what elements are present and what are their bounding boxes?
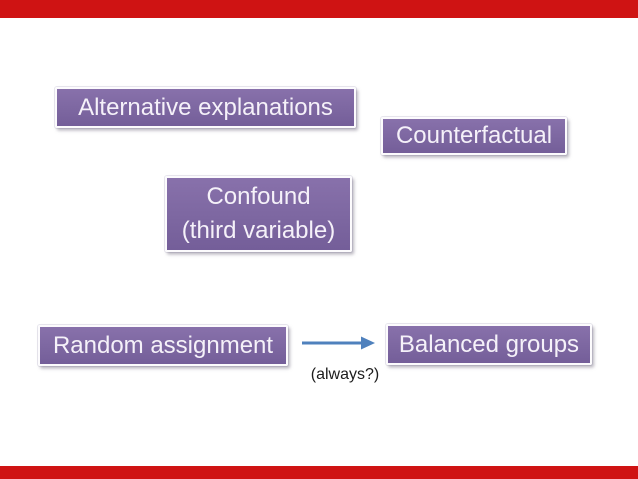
right-arrow-icon [302,336,375,350]
arrow-caption: (always?) [310,366,380,383]
box-confound-label-line2: (third variable) [181,217,336,244]
box-confound-third-variable: Confound (third variable) [165,176,352,252]
box-alternative-explanations-label: Alternative explanations [78,93,333,121]
box-balanced-groups: Balanced groups [386,324,592,365]
box-balanced-groups-label: Balanced groups [398,330,580,358]
box-counterfactual: Counterfactual [381,117,567,155]
box-random-assignment-label: Random assignment [52,331,274,359]
box-random-assignment: Random assignment [38,325,288,366]
box-confound-label-line1: Confound [206,183,311,210]
top-accent-bar [0,0,638,18]
bottom-accent-bar [0,466,638,479]
arrow-random-to-balanced [300,332,378,354]
box-counterfactual-label: Counterfactual [395,122,553,149]
box-alternative-explanations: Alternative explanations [55,87,356,128]
